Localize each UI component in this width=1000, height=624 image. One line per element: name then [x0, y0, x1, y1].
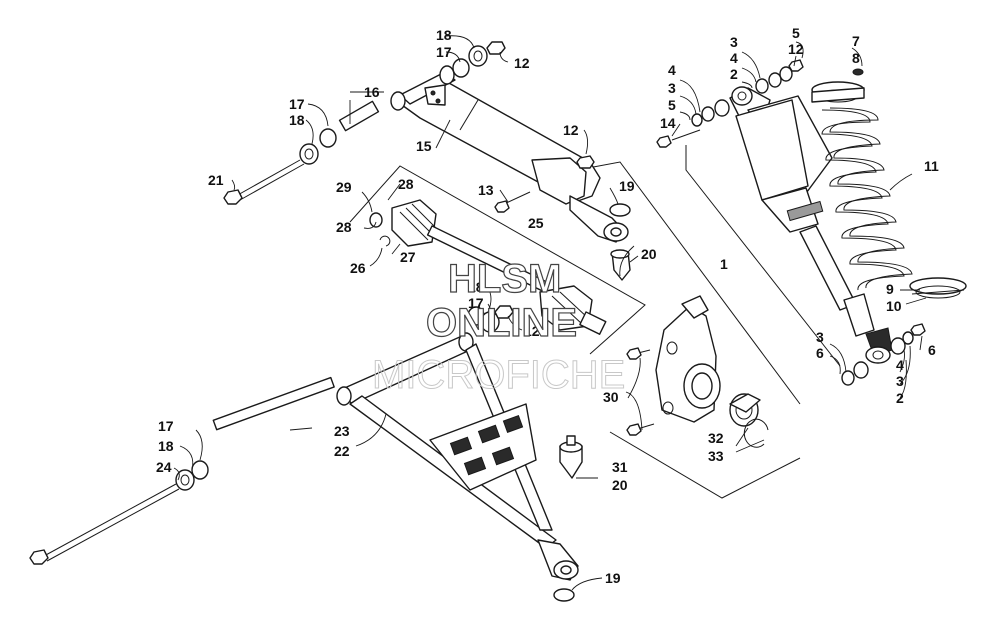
shock-hardware [656, 59, 926, 386]
callout-7: 7 [852, 33, 860, 49]
leader-lines [173, 35, 927, 591]
callout-4-left: 4 [668, 62, 676, 78]
callout-18-bottom: 18 [158, 438, 174, 454]
callout-22: 22 [334, 443, 350, 459]
callout-5-left: 5 [668, 97, 676, 113]
callout-18-left: 18 [289, 112, 305, 128]
callout-16: 16 [364, 84, 380, 100]
callout-12-top: 12 [514, 55, 530, 71]
watermark-line-3: MICROFICHE [372, 353, 625, 397]
callout-13: 13 [478, 182, 494, 198]
callout-3-lower: 3 [816, 329, 824, 345]
callout-30: 30 [603, 389, 619, 405]
callout-17-top: 17 [436, 44, 452, 60]
callout-1: 1 [720, 256, 728, 272]
coil-spring [811, 68, 967, 299]
lower-arm-hardware [29, 305, 583, 565]
callout-2-top: 2 [730, 66, 738, 82]
callout-33: 33 [708, 448, 724, 464]
shock-group-frame-b [685, 145, 841, 367]
callout-2-right: 2 [896, 390, 904, 406]
callout-20-lower: 20 [612, 477, 628, 493]
callout-26: 26 [350, 260, 366, 276]
callout-17-bottom: 17 [158, 418, 174, 434]
callout-labels: 18 17 12 16 17 18 12 15 21 28 29 19 13 2… [156, 25, 939, 586]
callout-3-top: 3 [730, 34, 738, 50]
callout-24: 24 [156, 459, 172, 475]
lower-a-arm [336, 332, 579, 602]
knuckle-group-frame [609, 431, 801, 499]
callout-17-mid: 17 [468, 295, 484, 311]
callout-3-left: 3 [668, 80, 676, 96]
axle-group-frame [349, 165, 646, 355]
callout-19-lower: 19 [605, 570, 621, 586]
upper-a-arm [390, 65, 629, 243]
callout-20-upper: 20 [641, 246, 657, 262]
callout-27: 27 [400, 249, 416, 265]
callout-12-mid2: 12 [524, 323, 540, 339]
callout-18-mid: 18 [468, 279, 484, 295]
callout-3-right: 3 [896, 373, 904, 389]
callout-18-top: 18 [436, 27, 452, 43]
callout-28-left: 28 [336, 219, 352, 235]
callout-12-mid: 12 [563, 122, 579, 138]
callout-29: 29 [336, 179, 352, 195]
watermark-line-1: HLSM [448, 257, 561, 301]
watermark: HLSM ONLINE MICROFICHE [372, 256, 626, 397]
shock-group-frame-a [587, 161, 801, 405]
callout-11: 11 [924, 158, 939, 174]
callout-28-top: 28 [398, 176, 414, 192]
group-outlines [349, 145, 841, 499]
callout-4-top: 4 [730, 50, 738, 66]
callout-5-top: 5 [792, 25, 800, 41]
callout-6-right: 6 [928, 342, 936, 358]
callout-23: 23 [334, 423, 350, 439]
callout-31: 31 [612, 459, 628, 475]
watermark-line-2: ONLINE [426, 301, 577, 345]
callout-8: 8 [852, 50, 860, 66]
callout-4-right: 4 [896, 357, 904, 373]
callout-12-right: 12 [788, 41, 804, 57]
callout-25: 25 [528, 215, 544, 231]
steering-knuckle [626, 295, 769, 448]
callout-14: 14 [660, 115, 676, 131]
callout-15: 15 [416, 138, 432, 154]
callout-17-left: 17 [289, 96, 305, 112]
callout-19-upper: 19 [619, 178, 635, 194]
callout-9: 9 [886, 281, 894, 297]
callout-10: 10 [886, 298, 902, 314]
shock-absorber [729, 86, 893, 364]
callout-32: 32 [708, 430, 724, 446]
callout-21: 21 [208, 172, 224, 188]
callout-6-lower: 6 [816, 345, 824, 361]
cv-axle [369, 199, 607, 335]
